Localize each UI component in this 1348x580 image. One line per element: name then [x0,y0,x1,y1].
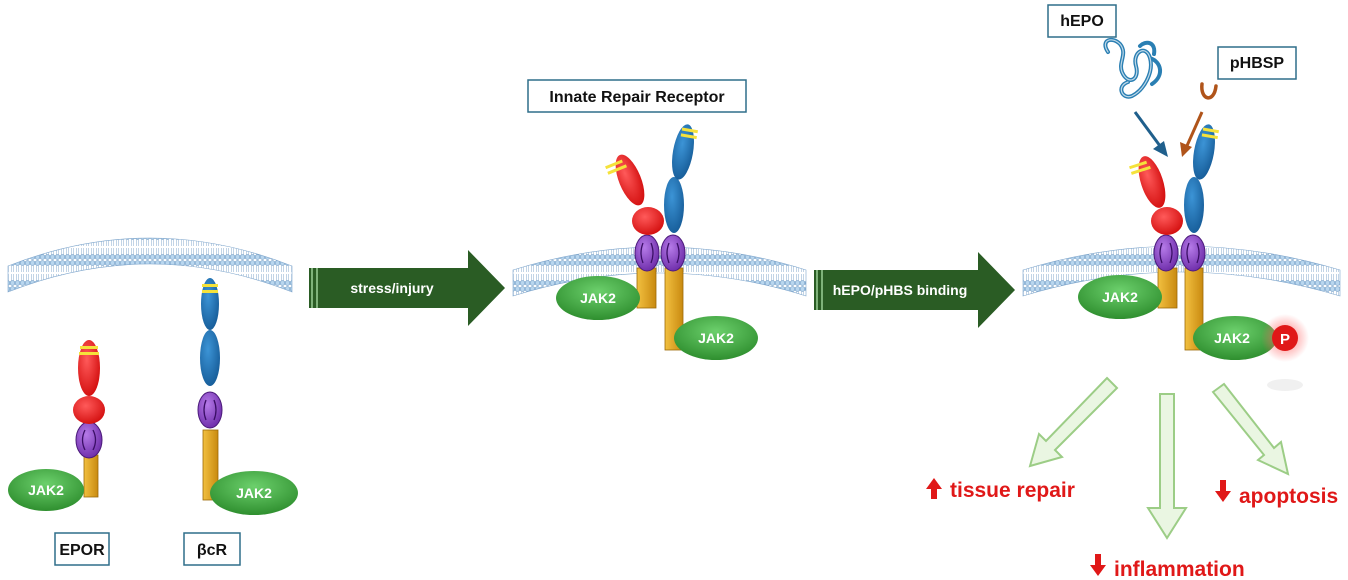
stress-injury-arrow: stress/injury [309,250,505,326]
stress-arrow-label: stress/injury [350,280,433,296]
outcome-arrow-tissue-repair [1028,376,1119,468]
jak2-kinase [8,469,84,511]
jak2-label: JAK2 [1214,330,1250,346]
cell-membrane-1 [7,237,293,293]
irr-label: Innate Repair Receptor [549,89,724,106]
phbsp-label-box [1217,46,1297,80]
jak2-kinase [674,316,758,360]
epor-label: EPOR [59,542,105,559]
bcr-label-box [183,532,241,566]
up-arrow-icon [926,478,942,499]
jak2-label: JAK2 [28,482,64,498]
outcome-tissue-repair: tissue repair [926,478,1075,502]
phbsp-label: pHBSP [1230,55,1285,72]
hepo-binding-arrow [1133,111,1168,157]
jak2-label: JAK2 [236,485,272,501]
tissue-repair-label: tissue repair [950,479,1075,502]
outcome-arrow-apoptosis [1211,382,1290,476]
phbsp-ligand [1200,82,1218,100]
hepo-label-box [1047,4,1117,38]
jak2-label: JAK2 [580,290,616,306]
hepo-label: hEPO [1060,13,1104,30]
outcome-apoptosis: apoptosis [1215,480,1338,508]
inflammation-label: inflammation [1114,558,1245,580]
down-arrow-icon [1090,554,1106,576]
cell-membrane-2 [512,246,807,297]
outcome-inflammation: inflammation [1090,554,1245,580]
bcr-label: βcR [197,542,228,559]
phosphate-badge [1272,325,1298,351]
bcr-receptor: JAK2 [197,278,298,515]
down-arrow-icon [1215,480,1231,502]
jak2-kinase [1193,316,1277,360]
binding-arrow: hEPO/pHBS binding [814,252,1015,328]
jak2-label: JAK2 [698,330,734,346]
activated-receptor: JAK2 JAK2 P [1078,124,1309,391]
binding-arrow-label: hEPO/pHBS binding [833,282,968,298]
epor-receptor: JAK2 [8,340,105,511]
jak2-kinase [1078,275,1162,319]
jak2-kinase [556,276,640,320]
innate-repair-receptor: JAK2 JAK2 [556,124,758,360]
jak2-label: JAK2 [1102,289,1138,305]
irr-label-box [527,79,747,113]
hepo-ligand [1103,37,1162,99]
phosphate-label: P [1280,331,1290,348]
jak2-kinase [210,471,298,515]
phbsp-binding-arrow [1180,111,1204,157]
epor-label-box [54,532,110,566]
apoptosis-label: apoptosis [1239,485,1338,508]
outcome-arrow-inflammation [1146,393,1188,540]
